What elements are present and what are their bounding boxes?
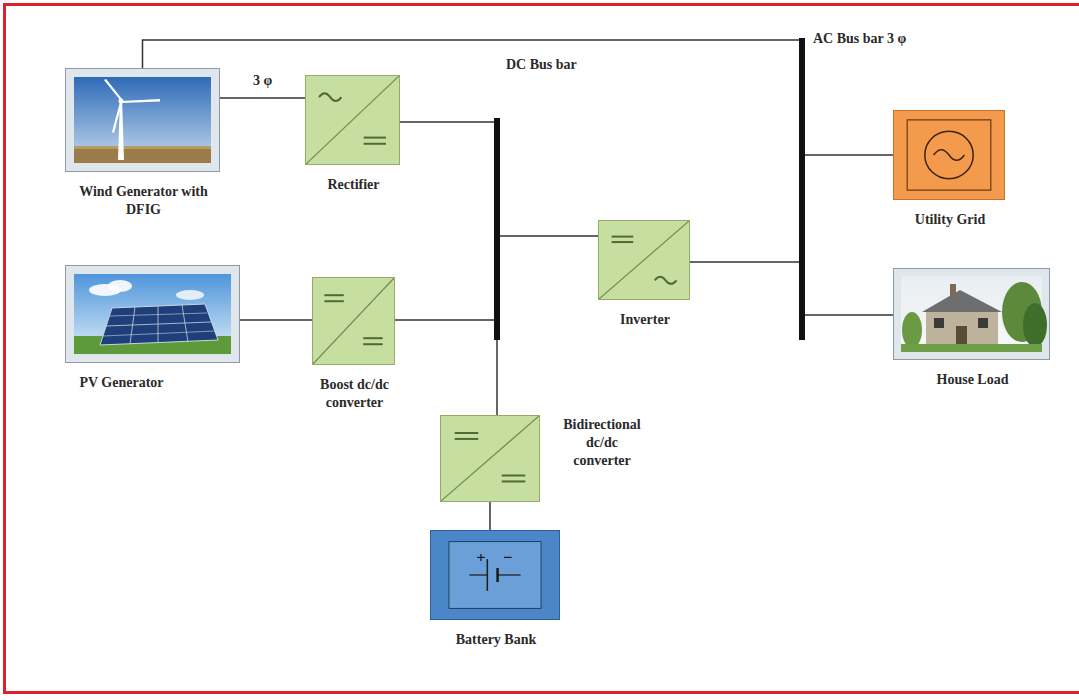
bidirectional-converter-box: Bidirectional dc/dc converter: [440, 415, 540, 502]
component-label: Wind Generator with DFIG: [74, 183, 214, 219]
ac-dc-symbol: [306, 76, 399, 164]
dc-dc-symbol: [313, 278, 394, 364]
component-label: PV Generator: [52, 374, 192, 392]
wind-turbine-picture: [66, 69, 219, 171]
power-line: [395, 319, 494, 321]
component-label: Utility Grid: [885, 211, 1015, 229]
dc-busbar: DC Bus bar: [494, 118, 500, 340]
component-label: AC Bus bar 3 φ: [813, 30, 906, 48]
ac-busbar: AC Bus bar 3 φ: [799, 38, 805, 340]
power-line: [489, 502, 491, 530]
power-line: [220, 97, 305, 99]
component-label: Inverter: [590, 311, 700, 329]
power-line: [143, 40, 800, 68]
component-label: DC Bus bar: [506, 56, 577, 74]
inverter-box: Inverter: [598, 220, 690, 300]
batt-symbol: [431, 531, 559, 619]
battery-bank-box: Battery Bank: [430, 530, 560, 620]
boost-converter-box: Boost dc/dc converter: [312, 277, 395, 365]
power-line: [805, 314, 893, 316]
component-label: Bidirectional dc/dc converter: [556, 416, 648, 471]
pv-panel-picture: [66, 266, 239, 362]
house-picture: [894, 269, 1049, 359]
component-label: Battery Bank: [446, 631, 546, 649]
phase-label: 3 φ: [251, 73, 274, 90]
rectifier-box: Rectifier: [305, 75, 400, 165]
power-line: [500, 235, 598, 237]
grid-symbol: [894, 111, 1004, 199]
dc-ac-symbol: [599, 221, 689, 299]
power-line: [400, 121, 494, 123]
power-line: [805, 154, 893, 156]
power-line: [690, 261, 799, 263]
pv-generator-box: PV Generator: [65, 265, 240, 363]
dc-dc-symbol: [441, 416, 539, 501]
power-line: [496, 340, 498, 415]
power-line: [240, 319, 312, 321]
house-load-box: House Load: [893, 268, 1050, 360]
utility-grid-box: Utility Grid: [893, 110, 1005, 200]
wind-generator-box: Wind Generator with DFIG: [65, 68, 220, 172]
component-label: Boost dc/dc converter: [305, 376, 405, 412]
component-label: House Load: [903, 371, 1043, 389]
component-label: Rectifier: [299, 176, 409, 194]
